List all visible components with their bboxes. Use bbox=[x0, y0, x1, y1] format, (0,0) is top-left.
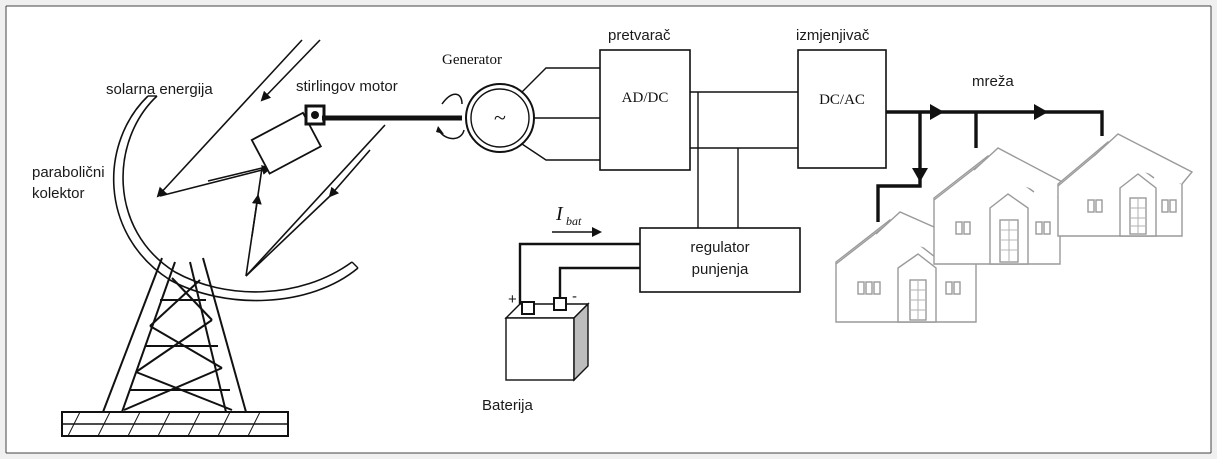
generator: ~ bbox=[465, 83, 535, 153]
label-collector-line1: parabolični bbox=[32, 164, 105, 181]
charge-regulator-block bbox=[639, 227, 801, 293]
converter-block bbox=[599, 49, 691, 171]
battery-minus-sign: - bbox=[572, 288, 577, 305]
label-collector-line2: kolektor bbox=[32, 185, 85, 202]
regulator-label-line1: regulator bbox=[690, 239, 749, 256]
inverter-box-label: DC/AC bbox=[819, 92, 865, 108]
generator-symbol: ~ bbox=[494, 105, 506, 130]
battery bbox=[504, 297, 590, 382]
inverter-block bbox=[797, 49, 887, 169]
label-generator: Generator bbox=[442, 52, 502, 68]
label-battery: Baterija bbox=[482, 397, 534, 414]
house-middle bbox=[933, 147, 1072, 265]
label-converter-title: pretvarač bbox=[608, 27, 671, 44]
battery-plus-sign: + bbox=[508, 291, 517, 308]
current-subscript: bat bbox=[566, 214, 582, 228]
house-back bbox=[1057, 133, 1194, 237]
label-inverter-title: izmjenjivač bbox=[796, 27, 870, 44]
label-grid: mreža bbox=[972, 73, 1014, 90]
generator-output-lines bbox=[521, 67, 600, 161]
regulator-label-line2: punjenja bbox=[692, 261, 749, 278]
drive-shaft bbox=[304, 93, 465, 140]
grid-arrows bbox=[912, 104, 1048, 182]
incoming-ray-upper bbox=[156, 39, 303, 198]
label-solar-energy: solarna energija bbox=[106, 81, 213, 98]
stirling-motor-box bbox=[250, 111, 323, 175]
dc-bus bbox=[690, 91, 798, 228]
label-stirling-motor: stirlingov motor bbox=[296, 78, 398, 95]
converter-box-label: AD/DC bbox=[622, 90, 669, 106]
battery-wires bbox=[518, 242, 640, 304]
grid-lines bbox=[876, 110, 1104, 222]
parabolic-dish bbox=[112, 95, 359, 302]
current-symbol: I bbox=[555, 203, 564, 225]
solar-rays bbox=[156, 39, 386, 277]
